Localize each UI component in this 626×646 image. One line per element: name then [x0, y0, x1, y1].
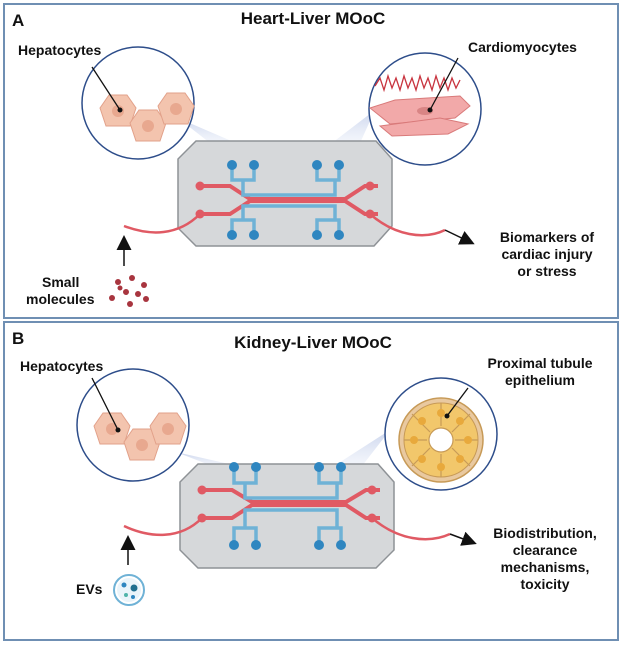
label-tubule-line2: epithelium: [505, 372, 575, 388]
zoom-beam-left-b: [176, 452, 238, 466]
hepatocyte-leader-b: [91, 377, 119, 431]
output-a-line3: or stress: [517, 263, 576, 279]
tubule-leader: [446, 387, 469, 417]
output-arrow-b: [449, 531, 477, 546]
cardio-leader: [429, 57, 459, 111]
label-tubule-line1: Proximal tubule: [487, 355, 592, 371]
small-molecules-dots: [109, 275, 149, 307]
output-a-line2: cardiac injury: [501, 246, 592, 262]
output-b-line1: Biodistribution,: [493, 525, 596, 541]
hepatocyte-inset-b: [76, 368, 190, 482]
output-arrow-a: [444, 229, 475, 245]
panel-b-letter: B: [12, 329, 24, 348]
panel-a-letter: A: [12, 11, 24, 30]
blue-channels-b: [232, 468, 343, 543]
output-a-line1: Biomarkers of: [500, 229, 594, 245]
panel-b-title: Kidney-Liver MOoC: [234, 333, 392, 352]
ecg-trace: [374, 73, 461, 93]
panel-b: B Kidney-Liver MOoC Hepatocytes: [3, 321, 619, 641]
output-b-line4: toxicity: [520, 576, 569, 592]
cardiomyocyte-fibers: [368, 95, 471, 137]
blue-channels-a: [230, 166, 341, 233]
tube-out-a: [369, 213, 446, 237]
zoom-beam-right: [332, 110, 375, 143]
zoom-beam-right-b: [334, 430, 390, 466]
output-b-line2: clearance: [513, 542, 578, 558]
label-small: Small: [42, 274, 79, 290]
label-cardiomyocytes: Cardiomyocytes: [468, 39, 577, 55]
output-b-line3: mechanisms,: [501, 559, 590, 575]
tube-in-a: [123, 213, 201, 234]
label-molecules: molecules: [26, 291, 95, 307]
panel-a: A Heart-Liver MOoC Hepatocytes Cardiomyo…: [3, 3, 619, 319]
panel-a-title: Heart-Liver MOoC: [241, 9, 386, 28]
label-evs: EVs: [76, 581, 103, 597]
label-hepatocytes-b: Hepatocytes: [20, 358, 103, 374]
tubule-cross-section: [398, 397, 484, 483]
hepatocyte-inset: [81, 46, 195, 160]
tube-out-b: [371, 517, 451, 541]
ev-particle-icon: [113, 574, 145, 606]
zoom-beam-left: [178, 118, 236, 143]
tube-in-b: [123, 517, 203, 536]
hepatocyte-leader: [91, 66, 121, 111]
label-hepatocytes-a: Hepatocytes: [18, 42, 101, 58]
